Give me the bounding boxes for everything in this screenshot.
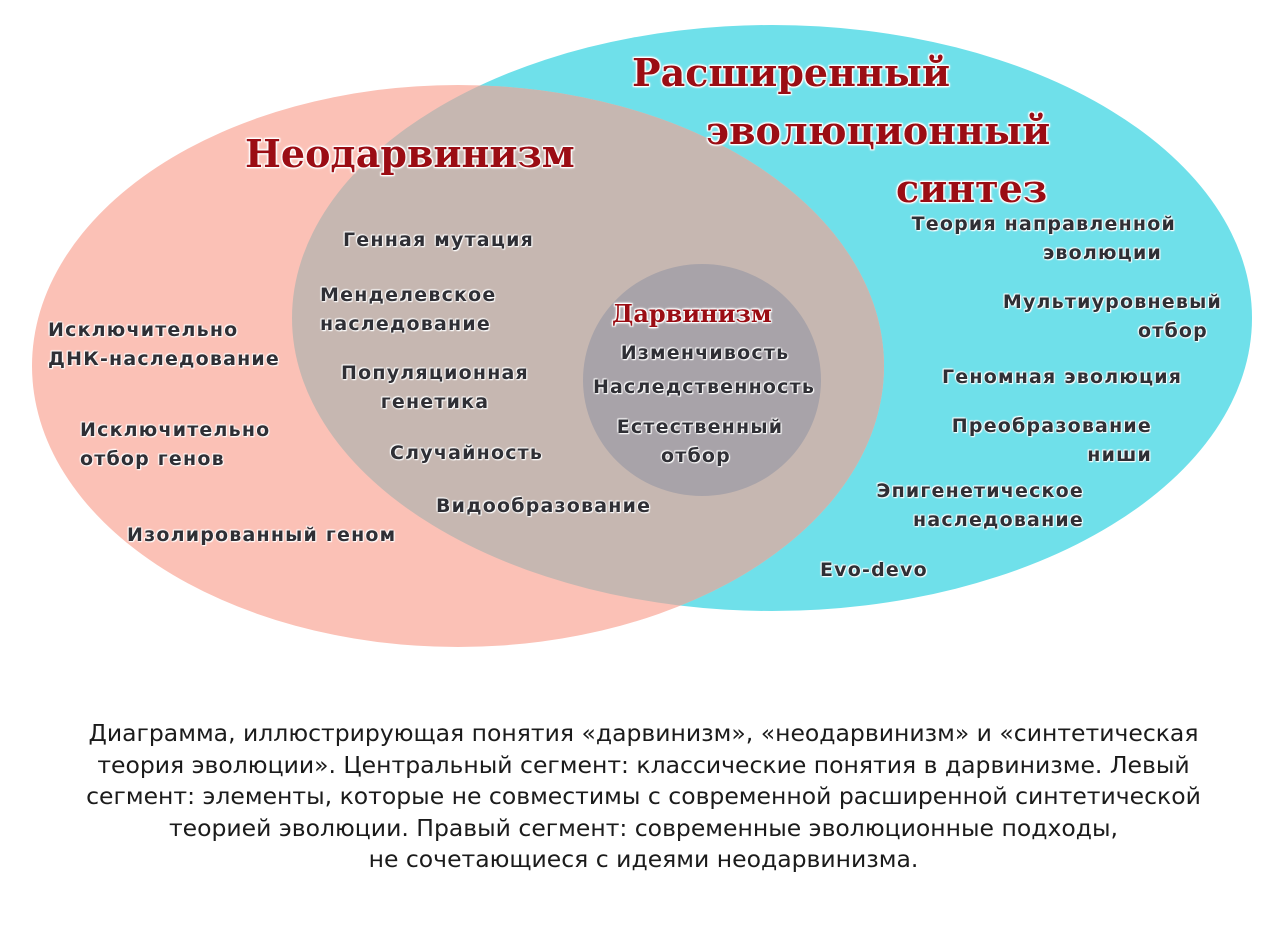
label-line: Геномная эволюция	[942, 366, 1183, 388]
left-item-gene-selection: Исключительно отбор генов	[80, 416, 270, 474]
label-line: Изолированный геном	[127, 524, 397, 546]
label-line: Исключительно	[48, 319, 239, 341]
title-neo-darwinism: Неодарвинизм	[245, 131, 575, 176]
left-item-isolated-genome: Изолированный геном	[127, 521, 396, 550]
right-item-evo-devo: Evo-devo	[820, 556, 928, 585]
overlap-item-randomness: Случайность	[390, 439, 543, 468]
label-line: наследование	[913, 509, 1084, 531]
overlap-item-speciation: Видообразование	[436, 492, 651, 521]
title-line: эволюционный	[706, 108, 1051, 153]
center-item-heredity: Наследственность	[584, 373, 824, 402]
label-line: Преобразование	[951, 415, 1152, 437]
label-line: Evo-devo	[820, 559, 928, 581]
darwinism-circle	[583, 264, 821, 496]
label-line: отбор	[661, 445, 731, 467]
label-line: Менделевское	[320, 284, 497, 306]
caption-line: сегмент: элементы, которые не совместимы…	[86, 782, 1201, 810]
overlap-item-gene-mutation: Генная мутация	[343, 226, 534, 255]
venn-shapes	[32, 25, 1252, 647]
label-line: Наследственность	[592, 376, 816, 398]
label-line: Мультиуровневый	[1002, 291, 1222, 313]
label-line: ниши	[1087, 444, 1152, 466]
label-line: эволюции	[1042, 242, 1162, 264]
center-item-natural-selection: Естественный отбор	[600, 413, 800, 471]
label-line: генетика	[380, 391, 490, 413]
caption-line: теория эволюции». Центральный сегмент: к…	[97, 750, 1190, 779]
overlap-item-population-genetics: Популяционная генетика	[333, 359, 537, 417]
label-line: наследование	[320, 313, 491, 335]
figure-caption: Диаграмма, иллюстрирующая понятия «дарви…	[40, 718, 1247, 876]
title-extended-synthesis: Расширенный эволюционный синтез	[632, 44, 1050, 218]
label-line: Видообразование	[436, 495, 652, 517]
caption-line: теорией эволюции. Правый сегмент: соврем…	[168, 813, 1119, 842]
label-line: отбор генов	[80, 448, 225, 470]
label-line: Теория направленной	[911, 213, 1176, 235]
label-line: Изменчивость	[620, 342, 790, 364]
label-line: Случайность	[390, 442, 544, 464]
label-line: Популяционная	[341, 362, 529, 384]
center-item-variability: Изменчивость	[588, 339, 822, 368]
title-line: Расширенный	[632, 50, 951, 95]
label-line: ДНК-наследование	[48, 348, 281, 370]
caption-line: не сочетающиеся с идеями неодарвинизма.	[368, 845, 919, 873]
label-line: Генная мутация	[343, 229, 535, 251]
right-item-genomic-evolution: Геномная эволюция	[942, 363, 1182, 392]
caption-line: Диаграмма, иллюстрирующая понятия «дарви…	[88, 719, 1199, 747]
venn-diagram: Расширенный эволюционный синтез Неодарви…	[32, 25, 1252, 647]
label-line: отбор	[1138, 320, 1208, 342]
label-line: Естественный	[616, 416, 784, 438]
right-item-epigenetic-inheritance: Эпигенетическое наследование	[850, 477, 1084, 535]
right-item-directed-evolution: Теория направленной эволюции	[880, 210, 1176, 268]
right-item-niche-construction: Преобразование ниши	[920, 412, 1152, 470]
label-line: Исключительно	[80, 419, 271, 441]
label-line: Эпигенетическое	[876, 480, 1084, 502]
right-item-multilevel-selection: Мультиуровневый отбор	[960, 288, 1222, 346]
title-darwinism: Дарвинизм	[612, 299, 772, 328]
left-item-dna-inheritance: Исключительно ДНК-наследование	[48, 316, 280, 374]
title-line: синтез	[896, 166, 1048, 211]
overlap-item-mendelian-inheritance: Менделевское наследование	[320, 281, 496, 339]
